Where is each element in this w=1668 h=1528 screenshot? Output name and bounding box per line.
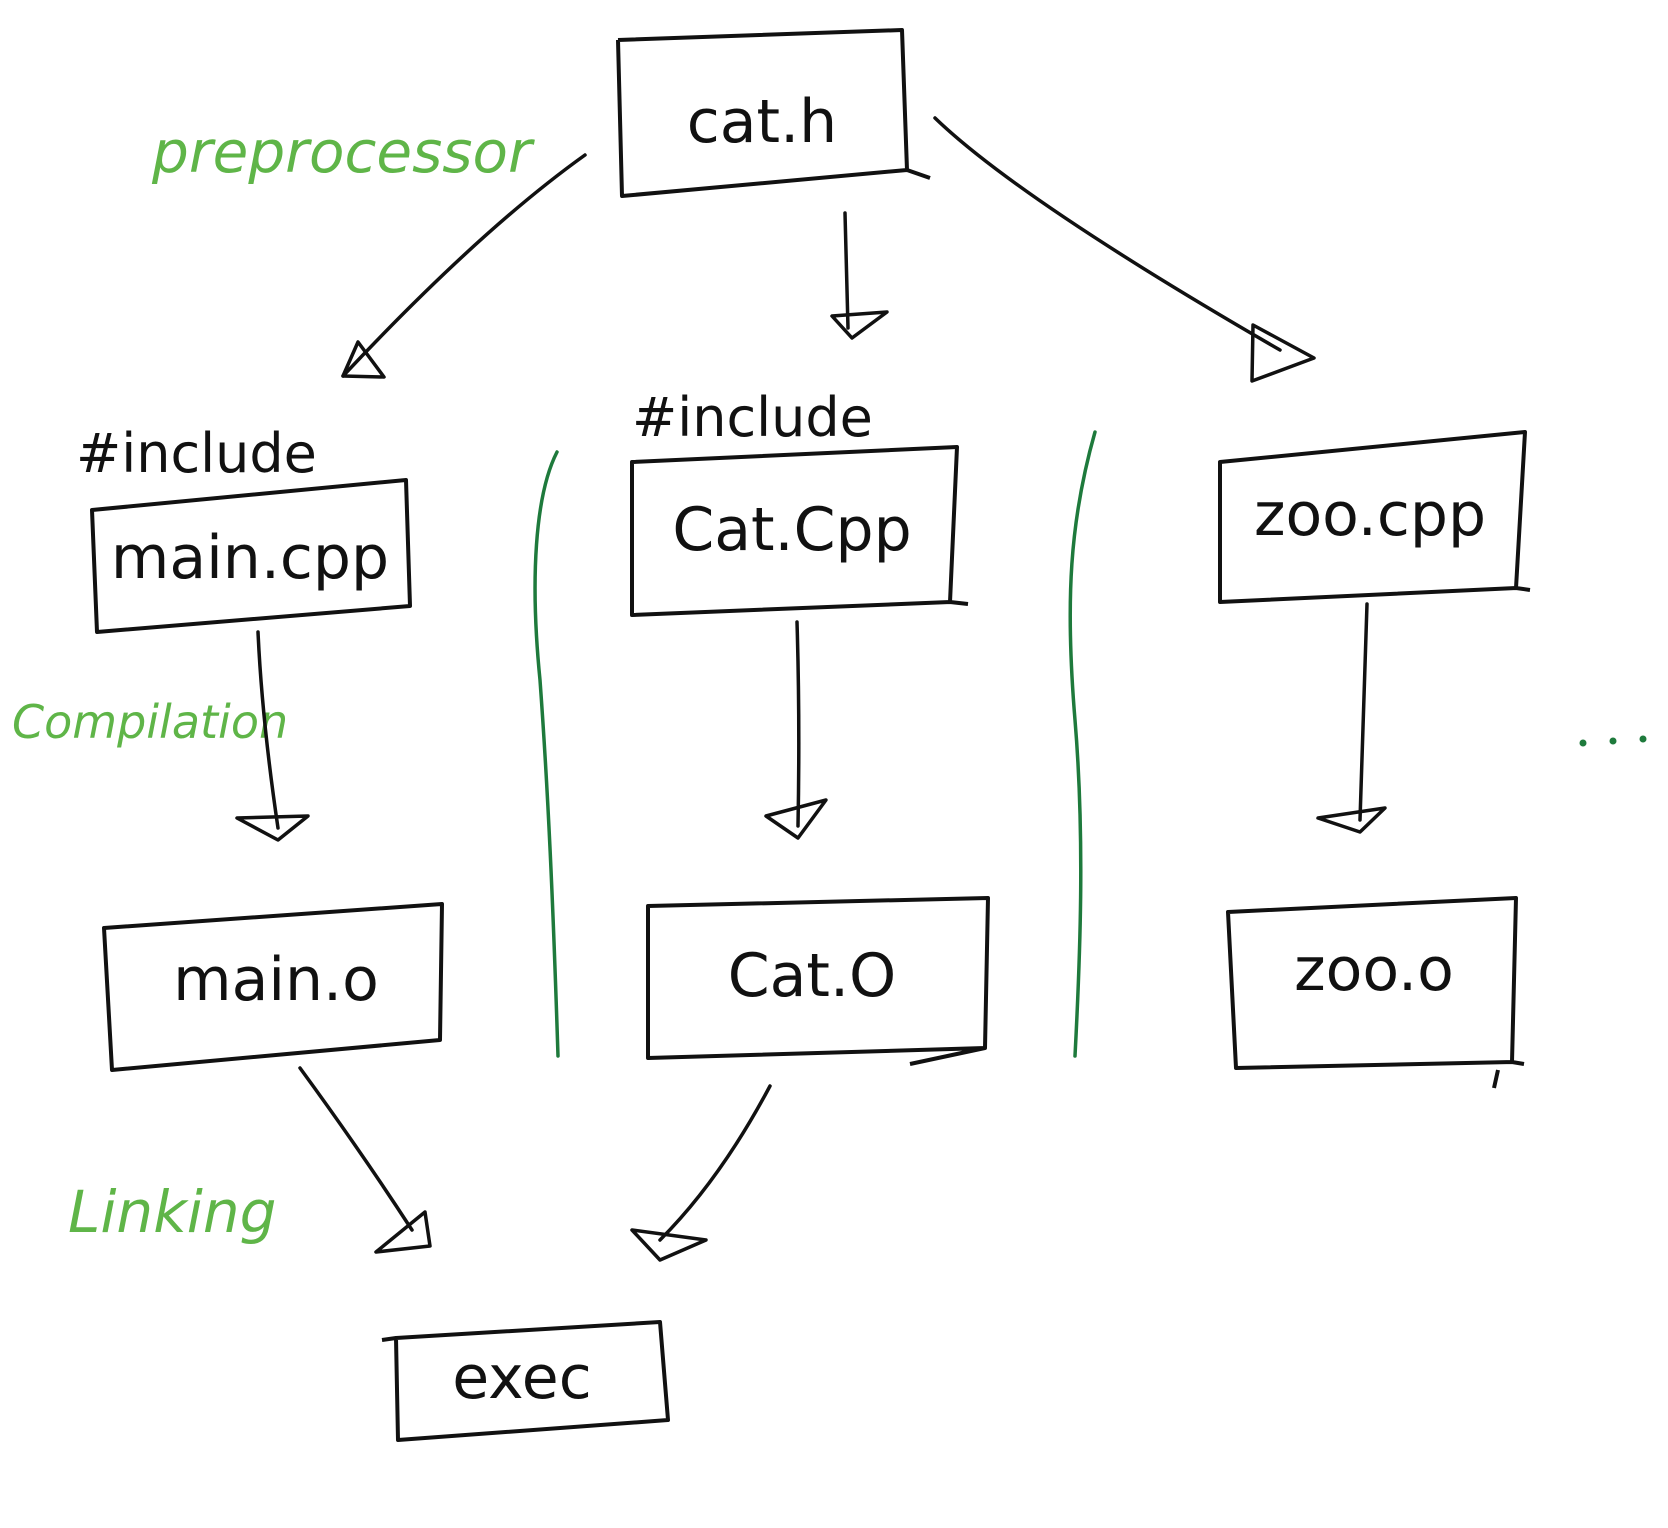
- node-main-o: main.o: [102, 902, 444, 1072]
- node-cat-h: cat.h: [616, 28, 931, 198]
- node-zoo-o: zoo.o: [1226, 896, 1525, 1089]
- node-label-cat-o: Cat.O: [728, 941, 897, 1011]
- stage-label-compilation: Compilation: [12, 695, 288, 749]
- node-zoo-cpp: zoo.cpp: [1218, 430, 1531, 604]
- stage-label-linking: Linking: [68, 1178, 276, 1246]
- arrow-cat-h-to-zoo-cpp: [933, 116, 1316, 383]
- arrow-main-o-to-exec: [298, 1066, 432, 1254]
- node-cat-cpp: Cat.Cpp: [630, 445, 969, 617]
- arrow-cat-o-to-exec: [630, 1084, 772, 1262]
- arrow-cat-cpp-to-cat-o: [764, 620, 828, 840]
- node-label-cat-cpp: Cat.Cpp: [672, 495, 911, 565]
- include-label-main: #include: [76, 422, 317, 485]
- node-label-main-o: main.o: [173, 945, 379, 1015]
- stage-label-preprocessor: preprocessor: [151, 118, 535, 186]
- include-label-cat: #include: [632, 386, 873, 449]
- node-label-exec: exec: [452, 1343, 591, 1413]
- arrow-cat-h-to-main-cpp: [341, 153, 587, 379]
- arrow-main-cpp-to-main-o: [235, 630, 310, 842]
- node-exec: exec: [381, 1320, 670, 1442]
- node-label-main-cpp: main.cpp: [111, 523, 389, 593]
- node-cat-o: Cat.O: [646, 896, 990, 1066]
- node-label-zoo-o: zoo.o: [1294, 935, 1454, 1005]
- node-main-cpp: main.cpp: [90, 478, 412, 634]
- column-divider-right: [1068, 430, 1097, 1058]
- arrow-cat-h-to-cat-cpp: [830, 211, 889, 340]
- column-divider-left: [533, 450, 560, 1058]
- more-files-ellipsis: [1579, 735, 1647, 747]
- node-label-cat-h: cat.h: [687, 87, 837, 157]
- arrow-zoo-cpp-to-zoo-o: [1316, 602, 1387, 834]
- node-label-zoo-cpp: zoo.cpp: [1254, 480, 1486, 550]
